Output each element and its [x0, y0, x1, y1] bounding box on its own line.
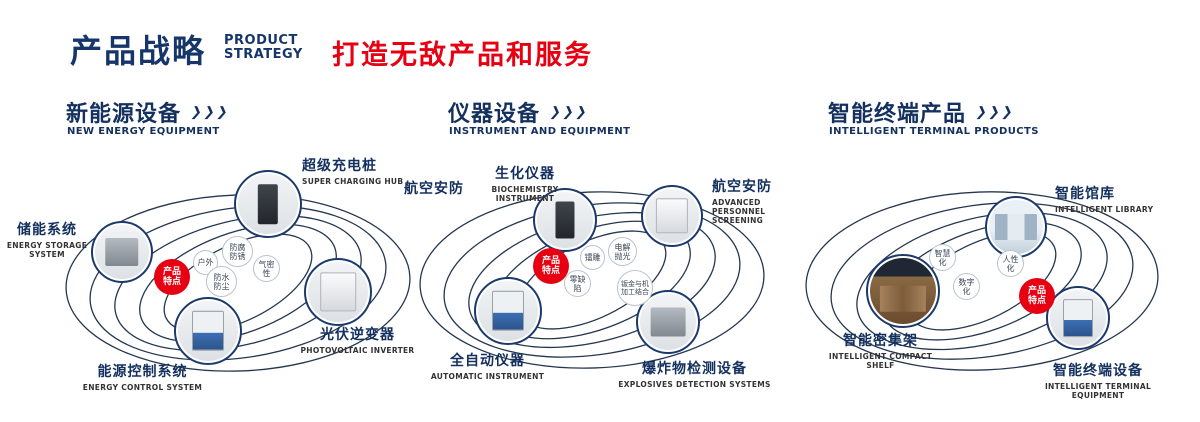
- automatic-instrument-photo: [478, 281, 538, 341]
- side-label-aviation-security: 航空安防: [404, 181, 464, 197]
- product-name-en: BIOCHEMISTRY INSTRUMENT: [491, 185, 559, 203]
- section-title-cn: 智能终端产品: [828, 102, 967, 127]
- energy-storage-photo: [95, 225, 149, 279]
- product-name-cn: 生化仪器: [495, 166, 555, 182]
- product-name-en: ENERGY CONTROL SYSTEM: [82, 383, 203, 392]
- feature-bubble: 镭雕: [580, 245, 605, 270]
- feature-badge: 产品特点: [1019, 278, 1055, 314]
- product-circle-terminal: [1046, 286, 1110, 350]
- product-name-cn: 储能系统: [17, 222, 77, 238]
- product-name-cn: 智能馆库: [1055, 186, 1115, 202]
- product-label-energy-control: 能源控制系统 ENERGY CONTROL SYSTEM: [75, 361, 210, 392]
- product-circle-super-charger: [234, 170, 302, 238]
- page-title-en-line2: STRATEGY: [224, 47, 303, 62]
- feature-bubble: 零缺陷: [564, 270, 591, 297]
- explosives-detection-photo: [640, 294, 696, 350]
- feature-bubble: 气密性: [253, 255, 280, 282]
- section-title-new-energy: 新能源设备 ❯❯❯: [66, 96, 232, 128]
- product-name-cn: 智能终端设备: [1053, 363, 1143, 379]
- biochem-instrument-photo: [537, 192, 593, 248]
- product-label-explosives: 爆炸物检测设备 EXPLOSIVES DETECTION SYSTEMS: [612, 358, 777, 389]
- product-name-en: INTELLIGENT TERMINAL EQUIPMENT: [1044, 382, 1152, 400]
- product-circle-screening: [641, 185, 703, 247]
- feature-bubble: 防腐防锈: [222, 236, 253, 267]
- product-circle-energy-storage: [91, 221, 153, 283]
- feature-bubble: 钣金与机加工结合: [617, 270, 653, 306]
- product-circle-compact-shelf: [866, 254, 940, 328]
- product-name-en: AUTOMATIC INSTRUMENT: [430, 372, 545, 381]
- feature-badge: 产品特点: [533, 248, 569, 284]
- product-name-cn: 光伏逆变器: [320, 327, 395, 343]
- product-circle-pv-inverter: [304, 258, 372, 326]
- product-circle-biochem: [533, 188, 597, 252]
- intelligent-library-photo: [989, 200, 1043, 254]
- product-label-library: 智能馆库 INTELLIGENT LIBRARY: [1055, 183, 1175, 214]
- product-label-compact-shelf: 智能密集架 INTELLIGENT COMPACT SHELF: [818, 330, 943, 370]
- product-name-cn: 全自动仪器: [450, 353, 525, 369]
- section-subtitle-en: NEW ENERGY EQUIPMENT: [67, 126, 220, 137]
- product-name-cn: 能源控制系统: [97, 364, 188, 380]
- feature-bubble: 电解抛光: [608, 237, 637, 266]
- section-title-instruments: 仪器设备 ❯❯❯: [448, 96, 591, 128]
- terminal-equipment-photo: [1050, 290, 1106, 346]
- product-name-en: ADVANCED PERSONNEL SCREENING: [712, 198, 766, 225]
- feature-bubble: 智慧化: [929, 244, 956, 271]
- super-charger-photo: [238, 174, 298, 234]
- energy-control-photo: [178, 301, 238, 361]
- personnel-screening-photo: [645, 189, 699, 243]
- product-circle-automatic: [474, 277, 542, 345]
- pv-inverter-photo: [308, 262, 368, 322]
- section-subtitle-en: INSTRUMENT AND EQUIPMENT: [449, 126, 631, 137]
- slogan: 打造无敌产品和服务: [332, 40, 593, 71]
- feature-bubble: 防水防尘: [206, 266, 237, 297]
- product-name-cn: 超级充电桩: [302, 158, 377, 174]
- section-title-terminals: 智能终端产品 ❯❯❯: [828, 96, 1017, 128]
- section-title-cn: 仪器设备: [448, 102, 541, 127]
- product-name-en: ENERGY STORAGE SYSTEM: [6, 241, 88, 259]
- product-name-en: PHOTOVOLTAIC INVERTER: [300, 346, 415, 355]
- feature-badge: 产品特点: [154, 259, 190, 295]
- product-circle-energy-control: [174, 297, 242, 365]
- product-name-en: EXPLOSIVES DETECTION SYSTEMS: [618, 380, 771, 389]
- orbit-rings: [805, 191, 1159, 371]
- product-label-terminal: 智能终端设备 INTELLIGENT TERMINAL EQUIPMENT: [1018, 360, 1178, 400]
- product-label-energy-storage: 储能系统 ENERGY STORAGE SYSTEM: [2, 219, 92, 259]
- page-title: 产品战略: [70, 32, 207, 70]
- product-name-en: INTELLIGENT COMPACT SHELF: [828, 352, 933, 370]
- product-circle-library: [985, 196, 1047, 258]
- product-name-cn: 航空安防: [712, 179, 772, 195]
- feature-bubble: 人性化: [997, 250, 1024, 277]
- section-title-cn: 新能源设备: [66, 102, 182, 127]
- product-name-en: SUPER CHARGING HUB: [302, 177, 404, 186]
- product-label-biochem: 生化仪器 BIOCHEMISTRY INSTRUMENT: [465, 163, 585, 203]
- compact-shelf-photo: [870, 258, 936, 324]
- product-name-en: INTELLIGENT LIBRARY: [1055, 205, 1154, 214]
- product-label-super-charger: 超级充电桩 SUPER CHARGING HUB: [302, 155, 432, 186]
- triple-chevron-icon: ❯❯❯: [974, 104, 1017, 120]
- page-title-en-line1: PRODUCT: [224, 33, 298, 48]
- triple-chevron-icon: ❯❯❯: [189, 104, 232, 120]
- section-subtitle-en: INTELLIGENT TERMINAL PRODUCTS: [829, 126, 1039, 137]
- page-title-en: PRODUCT STRATEGY: [224, 34, 303, 62]
- feature-bubble: 数字化: [953, 273, 980, 300]
- triple-chevron-icon: ❯❯❯: [548, 104, 591, 120]
- product-label-screening: 航空安防 ADVANCED PERSONNEL SCREENING: [712, 176, 807, 225]
- product-name-cn: 智能密集架: [843, 333, 918, 349]
- product-label-automatic: 全自动仪器 AUTOMATIC INSTRUMENT: [425, 350, 550, 381]
- product-name-cn: 爆炸物检测设备: [642, 361, 747, 377]
- product-label-pv-inverter: 光伏逆变器 PHOTOVOLTAIC INVERTER: [295, 324, 420, 355]
